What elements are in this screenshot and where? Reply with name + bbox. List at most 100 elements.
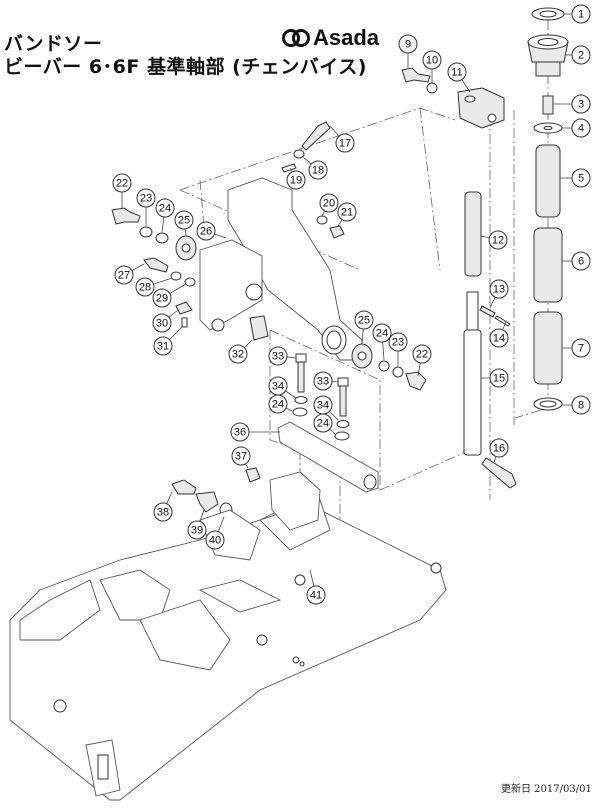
callout-circle (489, 438, 509, 458)
washer-28 (170, 271, 182, 281)
callout-label: 41 (310, 590, 322, 602)
shaft-top (466, 291, 479, 333)
callout-15: 15 (481, 368, 509, 388)
callout-circle (230, 422, 250, 442)
shaft-parts (463, 191, 517, 489)
callout-circle (335, 133, 355, 153)
bolt-27 (143, 257, 169, 273)
callout-39: 39 (187, 509, 207, 540)
callout-circle (489, 279, 509, 299)
callout-circle (231, 446, 251, 466)
callout-16: 16 (489, 438, 509, 463)
callout-label: 15 (493, 373, 505, 385)
callout-label: 18 (312, 165, 324, 177)
callout-label: 33 (317, 376, 329, 388)
callout-circle (152, 288, 172, 308)
callout-label: 27 (118, 270, 130, 282)
callout-6: 6 (562, 251, 591, 271)
callout-label: 31 (157, 341, 169, 353)
callout-label: 32 (232, 349, 244, 361)
callout-label: 33 (272, 351, 284, 363)
callout-circle (489, 368, 509, 388)
plate-32 (249, 315, 269, 341)
washer-10 (426, 82, 438, 94)
bolt-22b (405, 371, 427, 391)
callout-label: 22 (416, 349, 428, 361)
callout-circle (422, 50, 442, 70)
callout-label: 25 (178, 215, 190, 227)
pin-13 (479, 305, 496, 318)
callout-10: 10 (422, 50, 442, 83)
spring-7 (533, 311, 563, 385)
callout-circle (571, 4, 591, 24)
spring-12 (464, 191, 482, 277)
bracket-parts (111, 121, 427, 391)
callout-circle (308, 160, 328, 180)
callout-label: 7 (578, 343, 584, 355)
nut-37 (245, 467, 261, 483)
block-11 (457, 87, 505, 129)
shaft-36 (277, 421, 379, 493)
callout-25: 25 (354, 310, 374, 345)
nut-21 (329, 225, 345, 239)
callout-17: 17 (329, 125, 355, 153)
pin-14 (494, 315, 511, 327)
callout-32: 32 (228, 339, 253, 364)
callout-label: 20 (323, 198, 335, 210)
callout-30: 30 (152, 309, 179, 333)
washer-24b (378, 360, 390, 372)
reference-shaft-parts (277, 353, 379, 493)
callout-label: 38 (157, 507, 169, 519)
bolt-17 (301, 121, 331, 151)
callouts: 1234567891011121314151617181920212223242… (112, 4, 591, 605)
callout-circle (135, 277, 155, 297)
callout-3: 3 (553, 94, 591, 114)
callout-label: 17 (339, 138, 351, 150)
callout-label: 29 (156, 293, 168, 305)
washer-23b (392, 366, 404, 378)
pin-19 (281, 163, 297, 173)
bolt-16 (481, 457, 517, 489)
callout-33: 33 (313, 371, 339, 391)
callout-circle (319, 193, 339, 213)
callout-circle (196, 221, 216, 241)
callout-25: 25 (174, 210, 194, 237)
callout-label: 36 (234, 427, 246, 439)
callout-21: 21 (337, 202, 357, 227)
callout-label: 39 (191, 525, 203, 537)
callout-label: 13 (493, 284, 505, 296)
callout-circle (337, 202, 357, 222)
washer-34b (336, 420, 350, 428)
callout-24: 24 (155, 198, 175, 233)
washer-23a (139, 226, 153, 238)
callout-circle (228, 344, 248, 364)
brand-name: Asada (313, 25, 380, 50)
callout-circle (571, 118, 591, 138)
callout-label: 22 (116, 178, 128, 190)
callout-38: 38 (153, 491, 173, 522)
callout-circle (398, 34, 418, 54)
callout-label: 37 (235, 451, 247, 463)
callout-label: 34 (272, 381, 284, 393)
callout-circle (153, 502, 173, 522)
callout-circle (447, 62, 467, 82)
callout-circle (571, 251, 591, 271)
callout-label: 3 (578, 99, 584, 111)
callout-28: 28 (135, 277, 173, 297)
callout-22: 22 (112, 173, 132, 208)
bolt-33a-head (295, 353, 307, 363)
handle-39 (195, 491, 219, 513)
washer-24d (334, 431, 350, 441)
washer-29 (184, 277, 196, 287)
callout-label: 40 (209, 535, 221, 547)
callout-label: 26 (200, 226, 212, 238)
callout-23: 23 (136, 188, 156, 226)
callout-29: 29 (152, 283, 187, 308)
callout-circle (571, 168, 591, 188)
callout-label: 12 (492, 235, 504, 247)
callout-24: 24 (268, 394, 293, 414)
top-block-parts (401, 67, 505, 129)
callout-label: 11 (451, 67, 462, 79)
callout-circle (489, 328, 509, 348)
spring-6 (533, 227, 563, 303)
